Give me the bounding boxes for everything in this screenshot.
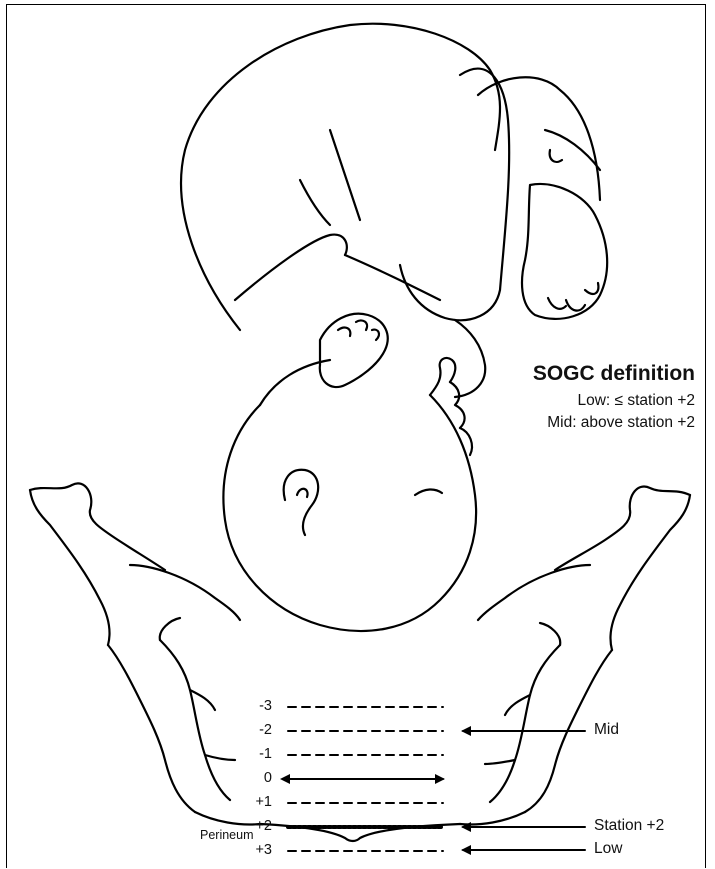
mid-label: Mid [594,721,619,739]
station-label-minus2: -2 [232,722,272,738]
station-label-minus3: -3 [232,698,272,714]
pointer-arrows [463,731,585,850]
station-label-zero: 0 [232,770,272,786]
perineum-label: Perineum [200,828,254,842]
station-label-minus1: -1 [232,746,272,762]
station2-label: Station +2 [594,817,664,835]
definition-title: SOGC definition [533,362,695,386]
station-label-plus3: +3 [232,842,272,858]
low-label: Low [594,840,622,858]
definition-low: Low: ≤ station +2 [577,392,695,410]
definition-mid: Mid: above station +2 [547,414,695,432]
pelvis-outline [30,483,690,841]
station-label-plus1: +1 [232,794,272,810]
fetus-outline [181,24,607,631]
